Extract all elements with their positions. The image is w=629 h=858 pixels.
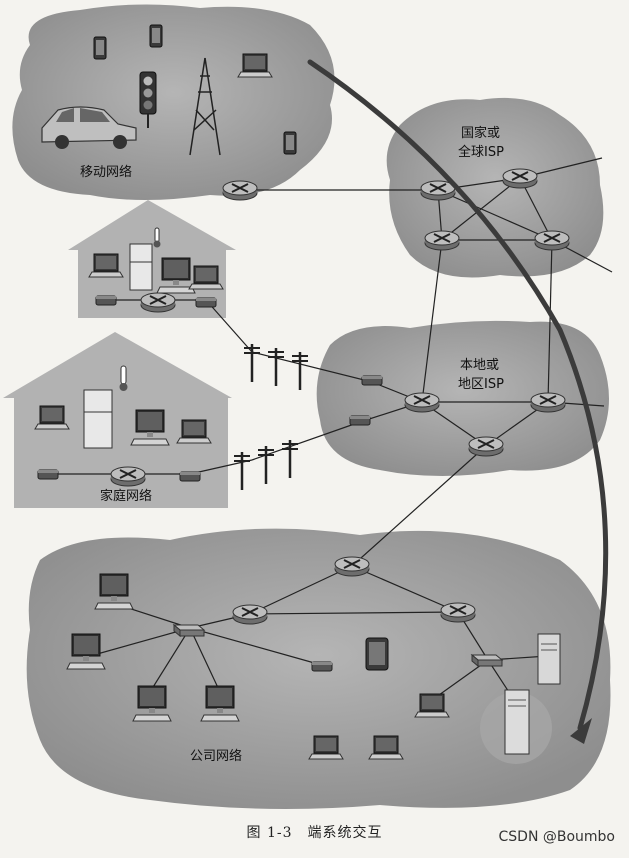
utility-pole-icon — [290, 350, 310, 392]
traffic-light-icon — [139, 71, 157, 128]
cell-tower-icon — [189, 57, 221, 156]
server-icon — [504, 689, 530, 755]
national-isp-router — [534, 230, 570, 251]
isp-modem-icon — [361, 375, 383, 386]
home-modem-icon — [195, 297, 217, 308]
home-router — [110, 466, 146, 487]
end-system-interaction-arrow — [307, 59, 609, 731]
desktop-computer-icon — [66, 633, 106, 670]
mobile-router — [222, 180, 258, 201]
thermometer-icon — [119, 365, 128, 391]
national-isp-label: 全球ISP — [458, 144, 504, 160]
mobile-network-cloud — [12, 4, 335, 201]
arrow-head-icon — [570, 718, 592, 744]
utility-pole-icon — [242, 342, 262, 384]
refrigerator-icon — [129, 243, 153, 291]
local-isp-router — [468, 436, 504, 457]
national-isp-router — [502, 168, 538, 189]
utility-pole-icon — [266, 346, 286, 388]
smartphone-icon — [93, 36, 107, 60]
enterprise-router — [232, 604, 268, 625]
figure-caption: 图 1-3 端系统交互 — [246, 825, 383, 841]
national-isp-router — [424, 230, 460, 251]
national-isp-label: 国家或 — [461, 125, 500, 141]
enterprise-router — [440, 602, 476, 623]
local-isp-cloud — [316, 320, 609, 476]
home-modem-icon — [179, 471, 201, 482]
network-links — [48, 157, 613, 707]
thermometer-icon — [153, 227, 161, 248]
home-modem-icon — [95, 295, 117, 306]
local-isp-label: 地区ISP — [458, 377, 504, 392]
desktop-computer-icon — [130, 409, 170, 446]
utility-pole-icon — [280, 438, 300, 480]
laptop-icon — [34, 405, 70, 430]
wireless-access-point-icon — [311, 661, 333, 672]
switch-icon — [173, 624, 205, 637]
laptop-icon — [414, 693, 450, 718]
home-modem-icon — [37, 469, 59, 480]
tablet-icon — [365, 637, 389, 671]
desktop-computer-icon — [132, 685, 172, 722]
car-icon — [41, 106, 137, 149]
switch-icon — [471, 654, 503, 667]
desktop-computer-icon — [200, 685, 240, 722]
local-isp-router — [530, 392, 566, 413]
laptop-icon — [88, 253, 124, 278]
desktop-computer-icon — [94, 573, 134, 610]
laptop-icon — [308, 735, 344, 760]
local-isp-router — [404, 392, 440, 413]
watermark: CSDN @Boumbo — [498, 829, 616, 845]
refrigerator-icon — [83, 389, 113, 449]
local-isp-label: 本地或 — [460, 358, 499, 373]
utility-pole-icon — [232, 450, 252, 492]
utility-pole-icon — [256, 444, 276, 486]
server-icon — [537, 633, 561, 685]
laptop-icon — [176, 419, 212, 444]
enterprise-router — [334, 556, 370, 577]
isp-modem-icon — [349, 415, 371, 426]
smartphone-icon — [283, 131, 297, 155]
laptop-icon — [368, 735, 404, 760]
enterprise-network-label: 公司网络 — [190, 748, 242, 764]
laptop-icon — [237, 53, 273, 78]
home-network-label: 家庭网络 — [100, 488, 152, 504]
laptop-icon — [188, 265, 224, 290]
home-router — [140, 292, 176, 313]
smartphone-icon — [149, 24, 163, 48]
mobile-network-label: 移动网络 — [80, 164, 132, 180]
